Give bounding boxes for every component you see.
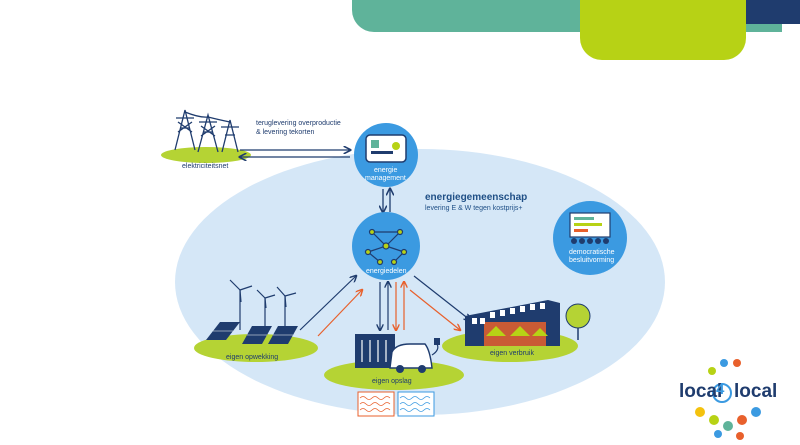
own-generation-label: eigen opwekking bbox=[226, 354, 279, 361]
network-icon bbox=[364, 228, 408, 266]
energy-management-label-2: management bbox=[365, 175, 406, 182]
top-navy-banner bbox=[745, 0, 800, 24]
ev-car-icon bbox=[389, 343, 433, 369]
top-lime-banner bbox=[580, 0, 746, 60]
building-icon bbox=[465, 300, 560, 346]
pylon-icon bbox=[174, 109, 239, 153]
battery-building-icon bbox=[355, 334, 395, 368]
wind-turbine-icon bbox=[229, 279, 297, 330]
energy-management-label-1: energie bbox=[374, 167, 398, 174]
logo-decoration-icon bbox=[695, 359, 761, 440]
logo-left-text: local bbox=[679, 381, 723, 402]
grid-flow-label-1: teruglevering overproductie bbox=[256, 120, 341, 127]
own-consumption-label: eigen verbruik bbox=[490, 350, 534, 357]
tree-icon bbox=[565, 303, 591, 340]
community-subtitle: levering E & W tegen kostprijs+ bbox=[425, 205, 523, 212]
heat-storage-icon bbox=[357, 391, 435, 417]
democratic-label-1: democratische bbox=[569, 249, 615, 256]
democratic-label-2: besluitvorming bbox=[569, 257, 615, 264]
own-storage-label: eigen opslag bbox=[372, 378, 412, 385]
energy-sharing-label: energiedelen bbox=[366, 268, 407, 275]
tablet-icon bbox=[365, 134, 407, 163]
community-title: energiegemeenschap bbox=[425, 192, 528, 203]
grid-ground bbox=[161, 147, 251, 163]
grid-flow-label-2: & levering tekorten bbox=[256, 129, 315, 136]
logo-middle-text: 4 bbox=[716, 381, 725, 398]
grid-label: elektriciteitsnet bbox=[182, 163, 229, 170]
logo-right-text: local bbox=[734, 381, 778, 402]
